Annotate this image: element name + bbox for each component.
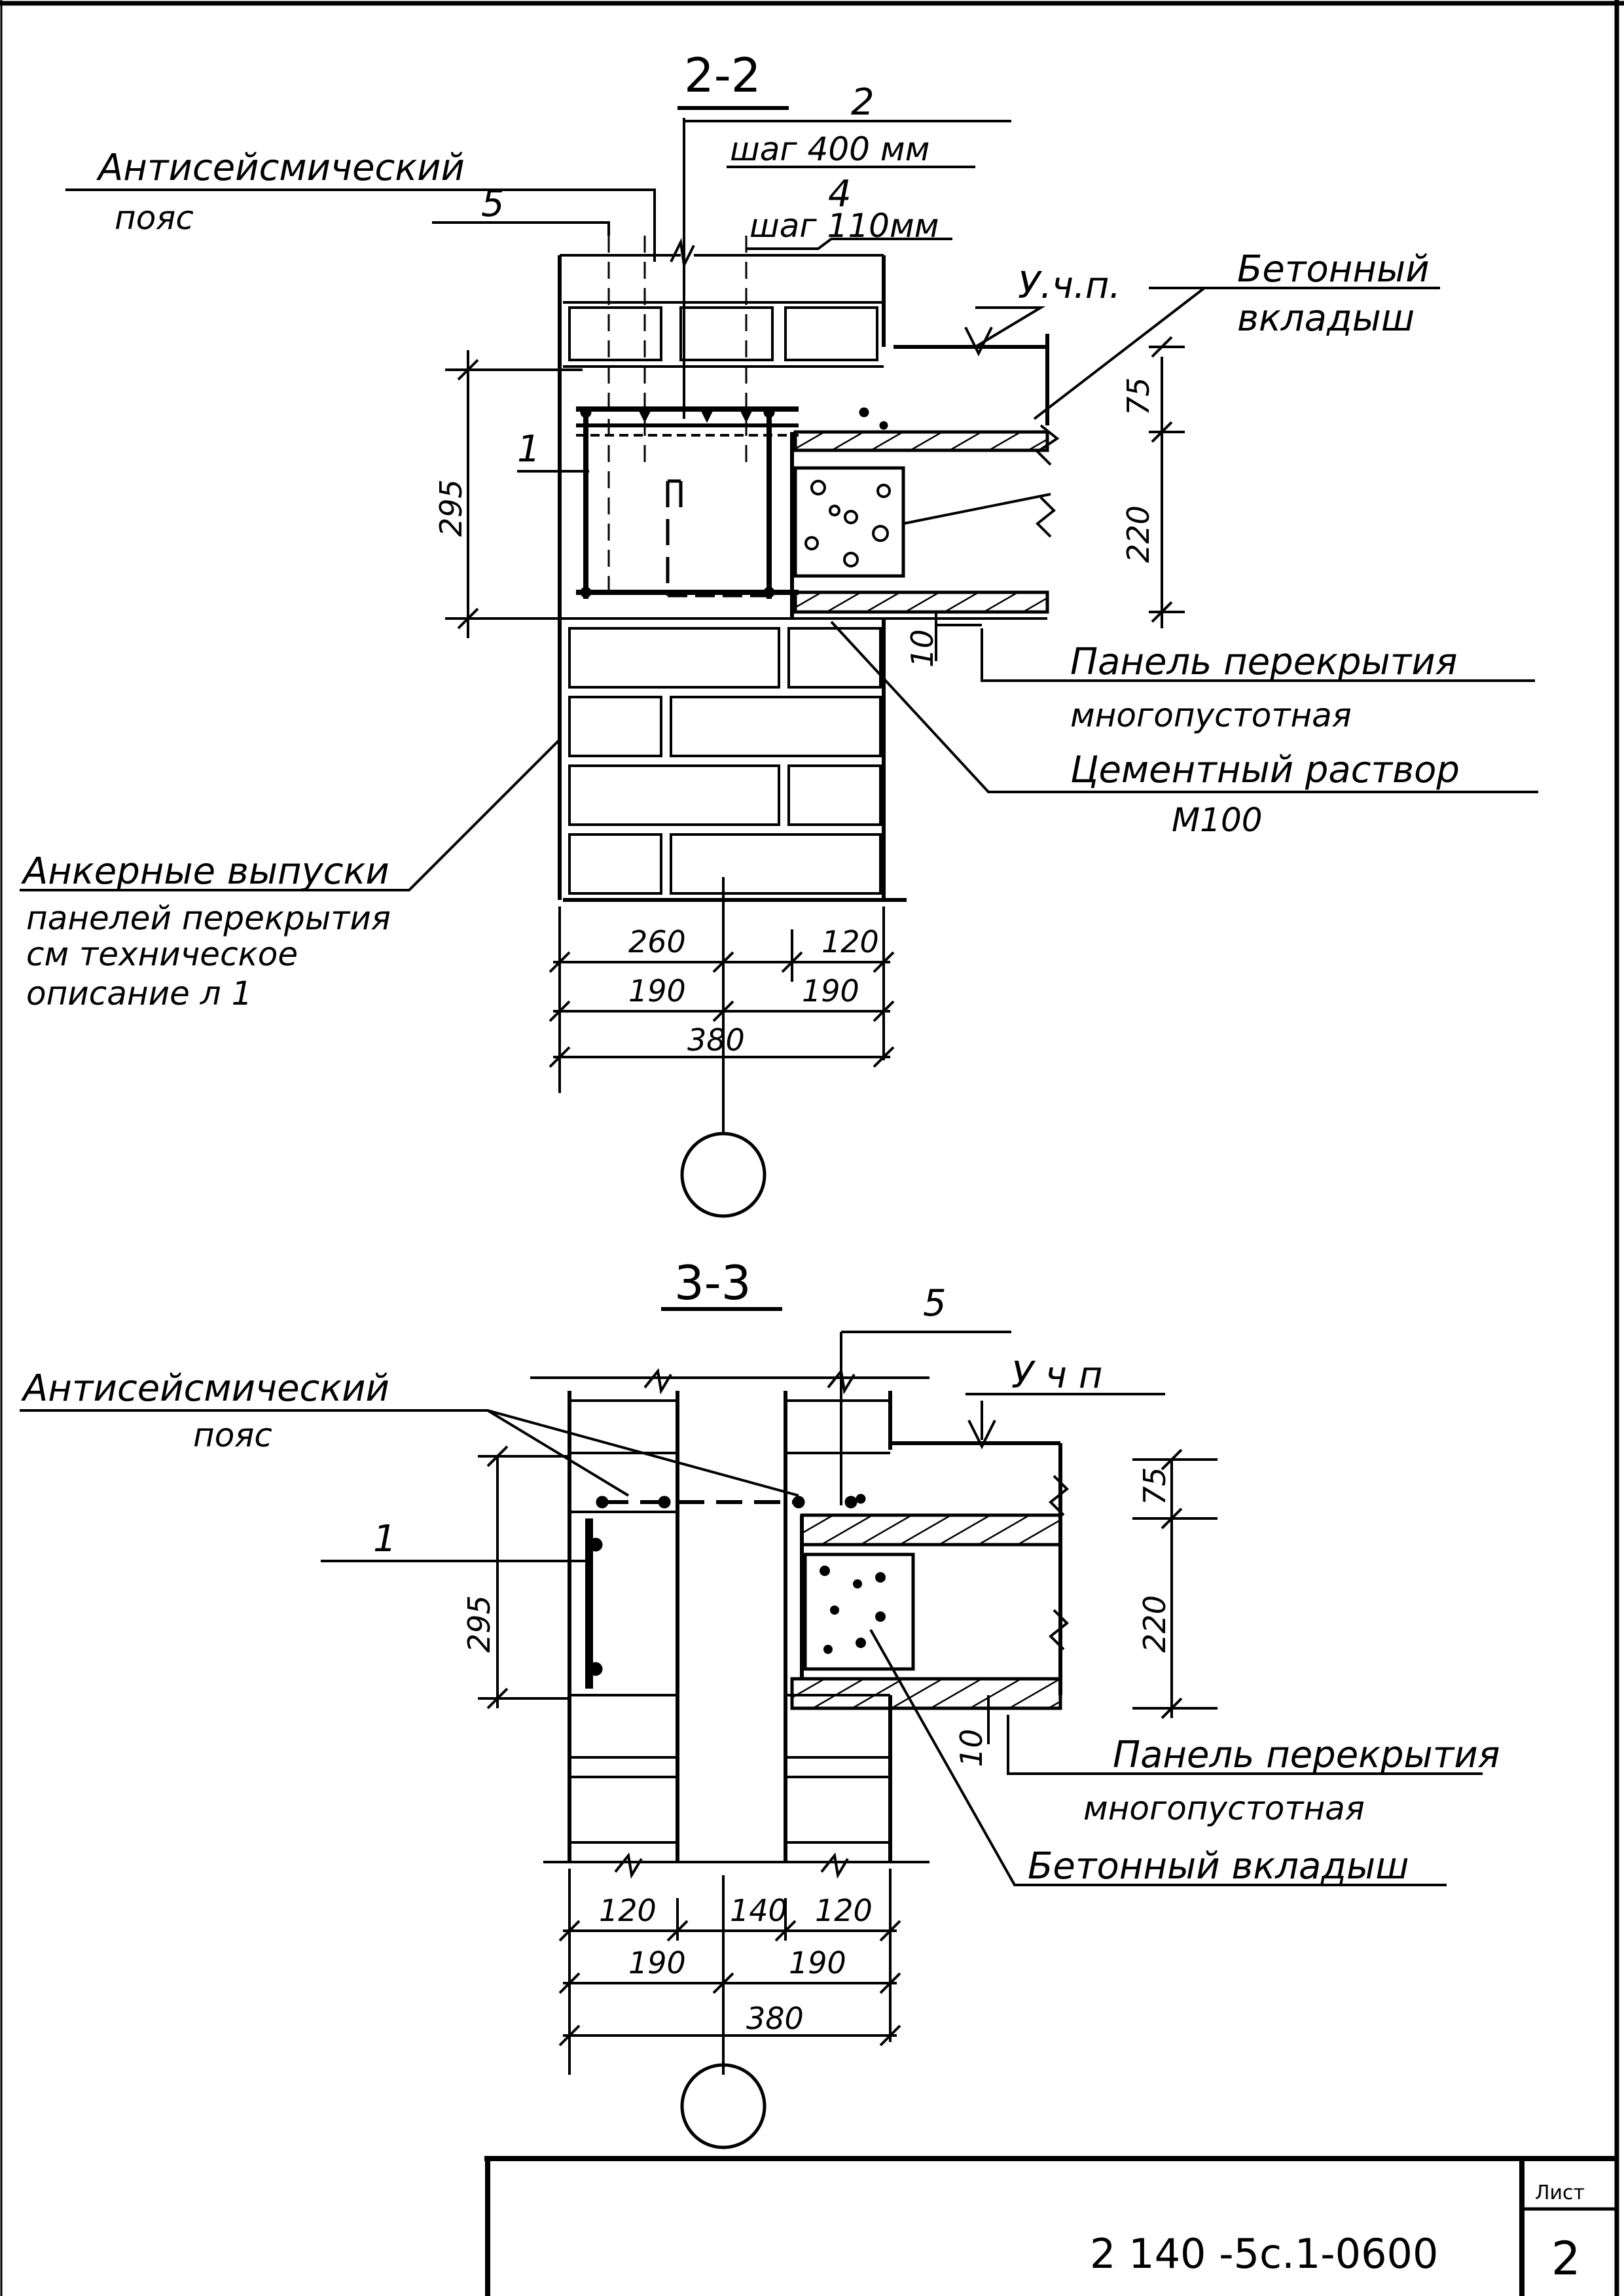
brick-courses-lower — [563, 617, 1047, 895]
panel-label-3-3-line-2: многопустотная — [1083, 1789, 1365, 1827]
mortar-label-line-1: Цементный раствор — [1070, 749, 1460, 791]
dim-75-3-3: 75 — [1137, 1467, 1172, 1505]
callout-4-note: шаг 110мм — [749, 207, 939, 245]
dim-295: 295 — [433, 479, 469, 537]
antiseismic-belt-cage — [576, 118, 888, 599]
callout-5-3-3: 5 — [923, 1282, 947, 1325]
section-3-3-title: 3-3 — [674, 1255, 751, 1310]
panel-label-line-1: Панель перекрытия — [1070, 641, 1457, 683]
panel-label-3-3-line-1: Панель перекрытия — [1113, 1734, 1500, 1776]
concrete-insert-line-1: Бетонный — [1237, 248, 1430, 291]
dim-220: 220 — [1121, 505, 1156, 563]
antiseismic-belt-3-3 — [585, 1494, 866, 1689]
callout-5: 5 — [481, 183, 505, 225]
dim-120-right-3-3: 120 — [815, 1893, 873, 1928]
brick-wall — [558, 238, 1060, 902]
belt-label-3-3-line-2: пояс — [193, 1416, 272, 1454]
anchor-label-line-3: см техническое — [26, 935, 298, 973]
document-code: 2 140 -5с.1-0600 — [1090, 2230, 1438, 2278]
callout-1: 1 — [517, 428, 541, 471]
brick-courses-upper — [563, 301, 884, 368]
dim-190-left: 190 — [628, 973, 686, 1009]
dim-190-right: 190 — [802, 973, 859, 1009]
callout-2-note: шаг 400 мм — [730, 130, 929, 168]
dim-220-3-3: 220 — [1137, 1595, 1172, 1653]
panel-label-line-2: многопустотная — [1070, 696, 1352, 734]
dim-380: 380 — [687, 1022, 745, 1058]
dimensions-2-2 — [445, 336, 1185, 1132]
section-2-2: 2-2 — [20, 48, 1538, 1218]
belt-label-line-1: Антисейсмический — [96, 147, 465, 189]
dim-120: 120 — [821, 924, 879, 960]
dim-75: 75 — [1121, 377, 1156, 416]
dim-190-right-3-3: 190 — [789, 1945, 846, 1981]
callout-1-3-3: 1 — [373, 1518, 397, 1560]
dim-380-3-3: 380 — [746, 2001, 804, 2036]
section-3-3: 3-3 — [20, 1255, 1500, 2149]
dim-140-3-3: 140 — [730, 1893, 787, 1928]
dim-295-3-3: 295 — [461, 1595, 497, 1653]
leaders-2-2 — [20, 120, 1538, 891]
dim-120-left-3-3: 120 — [599, 1893, 657, 1928]
section-2-2-title: 2-2 — [684, 48, 761, 103]
dim-10-3-3: 10 — [954, 1729, 989, 1767]
floor-level-mark-3-3: У ч п — [1011, 1354, 1102, 1397]
dim-190-left-3-3: 190 — [628, 1945, 686, 1981]
title-block — [484, 2156, 1617, 2296]
callout-4: 4 — [828, 173, 852, 215]
axis-marker-3-3 — [680, 2063, 767, 2149]
dim-260: 260 — [628, 924, 686, 960]
concrete-insert-3-3: Бетонный вкладыш — [1028, 1845, 1409, 1888]
brick-wall-3-3 — [530, 1368, 1069, 1879]
belt-label-3-3-line-1: Антисейсмический — [21, 1367, 389, 1410]
floor-level-mark: У.ч.п. — [1018, 264, 1121, 307]
anchor-label-line-2: панелей перекрытия — [26, 899, 391, 937]
leaders-3-3 — [20, 1331, 1483, 1886]
dimensions-3-3 — [478, 1445, 1218, 2075]
concrete-insert-line-2: вкладыш — [1237, 297, 1415, 340]
belt-label-line-2: пояс — [115, 199, 194, 237]
hollow-core-panel-3-3 — [790, 1513, 1062, 1710]
dim-10: 10 — [905, 629, 940, 668]
sheet-label: Лист — [1535, 2181, 1585, 2204]
callout-2: 2 — [851, 81, 875, 124]
sheet-number: 2 — [1551, 2232, 1581, 2286]
anchor-label-line-1: Анкерные выпуски — [21, 850, 389, 893]
hollow-core-panel — [790, 430, 1056, 619]
anchor-label-line-4: описание л 1 — [26, 975, 252, 1013]
mortar-label-line-2: М100 — [1172, 801, 1263, 839]
axis-marker-2-2 — [680, 1132, 767, 1218]
